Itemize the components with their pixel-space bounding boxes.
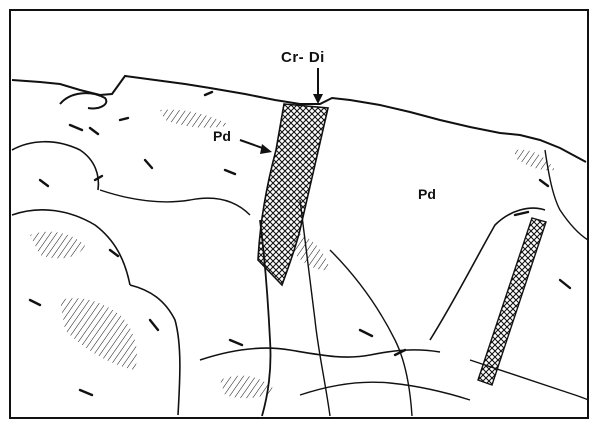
label-pd-right: Pd — [418, 186, 436, 202]
label-pd-left: Pd — [213, 128, 231, 144]
label-cr-di: Cr- Di — [281, 49, 325, 66]
